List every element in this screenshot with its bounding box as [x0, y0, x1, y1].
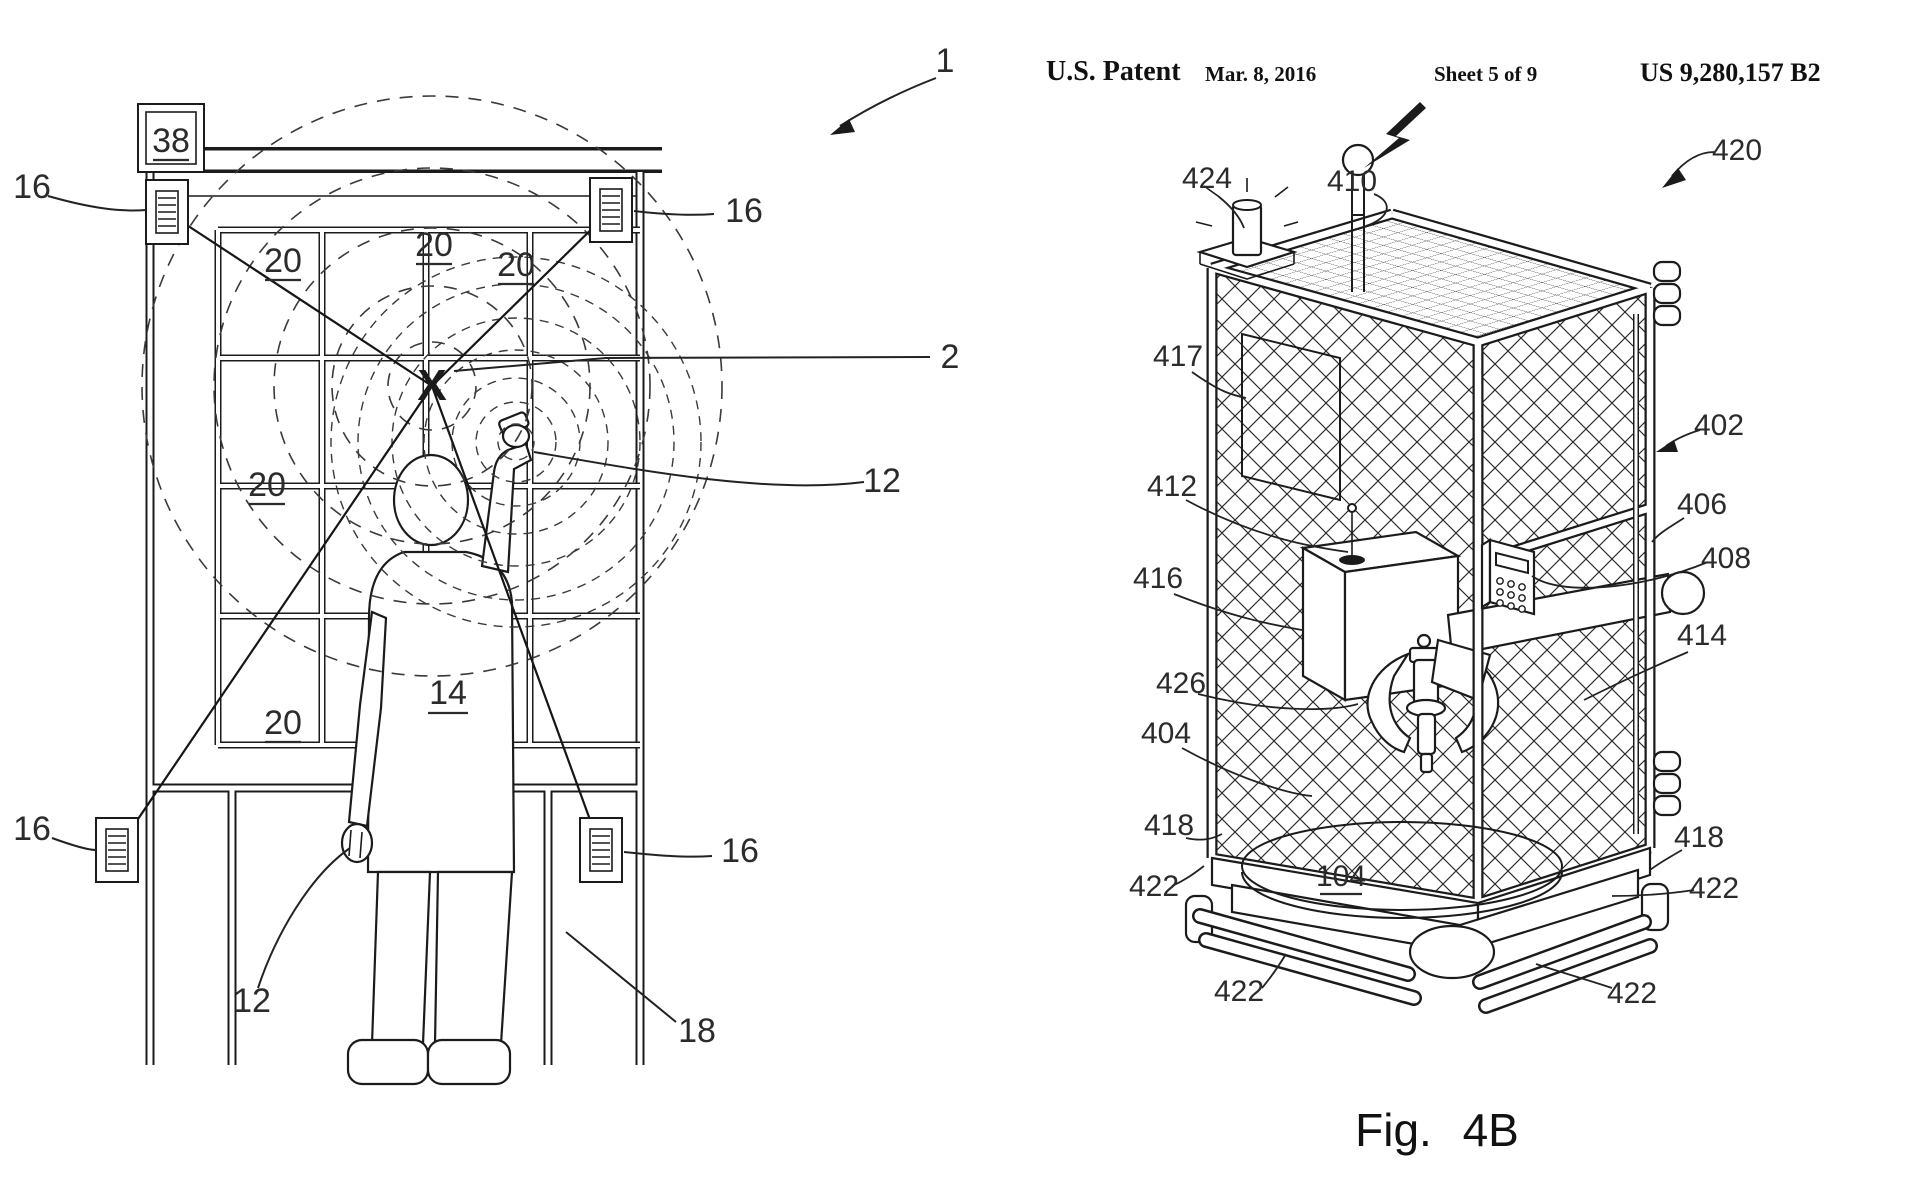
ref-label-20-e: 20	[264, 704, 302, 742]
storage-shelf	[138, 147, 662, 1065]
gripper-claw	[1366, 633, 1500, 774]
ref-label-422-right: 422	[1689, 872, 1739, 905]
ref-label-422-left: 422	[1129, 870, 1179, 903]
beacon-light	[1195, 178, 1299, 280]
turntable	[1241, 821, 1563, 919]
ref-label-418-left: 418	[1144, 809, 1194, 842]
ref-label-20-c: 20	[497, 246, 535, 284]
sensor-top-right	[589, 177, 633, 243]
ref-label-408: 408	[1701, 542, 1751, 575]
triangulation-lines	[116, 209, 612, 851]
patent-header-title: U.S. Patent	[1046, 56, 1181, 87]
ref-label-406: 406	[1677, 488, 1727, 521]
door-hinges	[1652, 260, 1682, 817]
ref-label-1: 1	[936, 42, 955, 80]
wheel	[1408, 924, 1496, 980]
ref-label-12-lower: 12	[233, 982, 271, 1020]
ref-label-418-right: 418	[1674, 821, 1724, 854]
sensor-bottom-left	[95, 817, 139, 883]
antenna	[1341, 102, 1426, 292]
interior-panel	[1241, 332, 1341, 502]
head	[392, 453, 470, 547]
signal-rings-item	[141, 95, 723, 677]
ref-label-12-upper: 12	[863, 462, 901, 500]
arrowhead-420	[1662, 168, 1686, 188]
figure-caption: Fig. 4B	[1355, 1104, 1519, 1156]
figure-4a: 38	[13, 42, 959, 1086]
x-marker: X	[417, 361, 446, 410]
ref-label-20-d: 20	[248, 466, 286, 504]
beacon-rays	[1195, 178, 1299, 227]
ref-label-16-tr: 16	[725, 192, 763, 230]
foot-left	[346, 1038, 430, 1086]
sensor-top-left	[145, 179, 189, 245]
ref-label-20-a: 20	[264, 242, 302, 280]
labels-4b: 420 424 410 417 402 412 406 408 416 414 …	[1129, 134, 1762, 1010]
user-figure	[340, 411, 533, 1086]
ref-label-2: 2	[941, 338, 960, 376]
computer-box: 38	[137, 103, 205, 173]
patent-header-date: Mar. 8, 2016	[1205, 62, 1317, 86]
keypad-buttons	[1496, 577, 1526, 613]
arrowhead-402	[1656, 440, 1678, 452]
ref-label-422-bottom-left: 422	[1214, 975, 1264, 1008]
patent-header-sheet: Sheet 5 of 9	[1434, 62, 1538, 86]
hand	[501, 423, 531, 449]
foot-right	[426, 1038, 512, 1086]
ref-label-424: 424	[1182, 162, 1232, 195]
ref-label-417: 417	[1153, 340, 1203, 373]
ref-label-422-bottom-right: 422	[1607, 977, 1657, 1010]
lightning-bolt-icon	[1364, 102, 1426, 168]
ref-label-20-b: 20	[415, 226, 453, 264]
ref-label-16-br: 16	[721, 832, 759, 870]
hand-left	[340, 822, 374, 864]
ref-label-414: 414	[1677, 619, 1727, 652]
arrowhead-1	[830, 119, 855, 135]
leader-lines-4b	[1171, 151, 1715, 989]
patent-header-number: US 9,280,157 B2	[1640, 58, 1821, 87]
ref-label-14: 14	[429, 674, 467, 712]
lowered-arm	[347, 610, 388, 828]
ref-label-18: 18	[678, 1012, 716, 1050]
fork-left	[1184, 894, 1422, 1006]
ref-label-16-bl: 16	[13, 810, 51, 848]
ref-label-410: 410	[1327, 165, 1377, 198]
ref-label-404: 404	[1141, 717, 1191, 750]
ref-label-38: 38	[152, 122, 190, 160]
keypad	[1480, 538, 1536, 616]
ref-label-420: 420	[1712, 134, 1762, 167]
keypad-screen	[1495, 551, 1529, 575]
ref-label-416: 416	[1133, 562, 1183, 595]
ref-label-16-tl: 16	[13, 168, 51, 206]
ref-label-402: 402	[1694, 409, 1744, 442]
ref-label-412: 412	[1147, 470, 1197, 503]
labels-4a: 1 2 12 12 14 16 16 16 16 18 20 20 20 20 …	[13, 42, 959, 1050]
ref-label-104: 104	[1316, 860, 1366, 893]
leader-lines-4a	[47, 77, 937, 1023]
figure-4b: 420 424 410 417 402 412 406 408 416 414 …	[1129, 102, 1762, 1156]
bin-antenna	[1339, 503, 1365, 565]
ref-label-426: 426	[1156, 667, 1206, 700]
sensor-bottom-right	[579, 817, 623, 883]
raised-arm	[480, 442, 533, 574]
fork-right	[1472, 882, 1670, 1014]
